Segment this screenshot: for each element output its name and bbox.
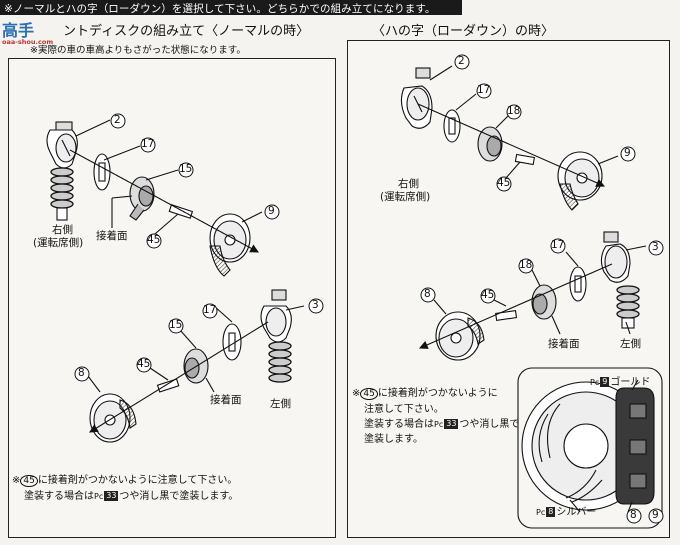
part-label: 2 — [114, 114, 121, 126]
watermark-logo: 高手 oaa-shou.com — [2, 17, 62, 46]
watermark-logo-text: 高手 — [2, 21, 35, 40]
note-mark: ※ — [352, 388, 361, 399]
left-subnote: ※実際の車の車高よりもさがった状態になります。 — [30, 45, 246, 56]
part-label: 15 — [179, 163, 193, 175]
pc-color-number: 33 — [104, 491, 119, 501]
note-line3b: つや消し黒で — [459, 419, 520, 430]
note-line3a: 塗装する場合は — [364, 419, 434, 430]
pc-label: Pc — [536, 508, 546, 517]
label-left-side: 左側 — [620, 338, 641, 350]
part-label: 18 — [507, 105, 521, 117]
part-label: 45 — [147, 234, 161, 246]
part-label: 45 — [497, 177, 511, 189]
left-upper-assembly — [46, 119, 263, 277]
note-line2b: つや消し黒で塗装します。 — [119, 491, 239, 502]
part-label: 3 — [312, 299, 319, 311]
label-driver-side: (運転席側) — [380, 191, 431, 203]
gold-label: ゴールド — [610, 377, 651, 388]
part-label: 9 — [268, 205, 275, 217]
part-label: 8 — [78, 367, 85, 379]
inset-part-numbers — [626, 508, 664, 524]
note-part-number: 45 — [20, 475, 38, 487]
note-line4: 塗装します。 — [364, 434, 423, 445]
part-label: 9 — [624, 147, 631, 159]
label-bonding-face: 接着面 — [210, 394, 242, 406]
part-label: 45 — [481, 289, 495, 301]
pc-label: Pc — [434, 420, 444, 429]
part-label: 3 — [652, 241, 659, 253]
part-label: 8 — [630, 509, 637, 521]
top-banner: ※ノーマルとハの字（ローダウン）を選択して下さい。どちらかでの組み立てになります… — [0, 0, 680, 15]
pc-color-number: 8 — [546, 507, 556, 517]
note-mark: ※ — [12, 475, 21, 486]
left-upper-part-numbers — [110, 113, 280, 249]
label-right-side: 右側 — [398, 178, 419, 190]
label-bonding-face: 接着面 — [548, 338, 580, 350]
left-lower-part-numbers — [74, 298, 324, 382]
label-left-side: 左側 — [270, 398, 291, 410]
note-part-number: 45 — [360, 388, 378, 400]
left-lower-assembly — [87, 289, 305, 443]
label-bonding-face: 接着面 — [96, 230, 128, 242]
part-label: 9 — [652, 509, 659, 521]
pc-label: Pc — [590, 378, 600, 387]
right-heading: 〈ハの字（ローダウン）の時〉 — [372, 24, 555, 39]
note-line2a: 塗装する場合は — [24, 491, 94, 502]
label-right-side: 右側 — [52, 224, 73, 236]
part-label: 2 — [458, 55, 465, 67]
right-lower-part-numbers — [420, 238, 664, 304]
part-label: 17 — [203, 304, 217, 316]
note-line2: 注意して下さい。 — [364, 404, 444, 415]
right-upper-assembly — [400, 65, 619, 211]
brake-inset — [517, 367, 663, 529]
part-label: 17 — [477, 84, 491, 96]
part-label: 15 — [169, 319, 183, 331]
banner-background — [0, 0, 462, 15]
left-heading: ントディスクの組み立て〈ノーマルの時〉 — [63, 24, 310, 39]
note-line1: に接着剤がつかないように — [377, 388, 498, 399]
pc-color-number: 33 — [444, 419, 459, 429]
right-upper-part-numbers — [454, 54, 636, 192]
pc-label: Pc — [94, 492, 104, 501]
watermark-logo-sub: oaa-shou.com — [2, 38, 54, 46]
part-label: 45 — [137, 358, 151, 370]
part-label: 17 — [551, 239, 565, 251]
part-label: 18 — [519, 259, 533, 271]
silver-label: シルバー — [556, 507, 597, 518]
note-line1: に接着剤がつかないように注意して下さい。 — [37, 475, 238, 486]
label-driver-side: (運転席側) — [33, 237, 84, 249]
right-lower-assembly — [418, 231, 647, 361]
pc-color-number: 9 — [600, 377, 610, 387]
part-label: 17 — [141, 138, 155, 150]
banner-text: ※ノーマルとハの字（ローダウン）を選択して下さい。どちらかでの組み立てになります… — [4, 3, 436, 15]
part-label: 8 — [424, 288, 431, 300]
